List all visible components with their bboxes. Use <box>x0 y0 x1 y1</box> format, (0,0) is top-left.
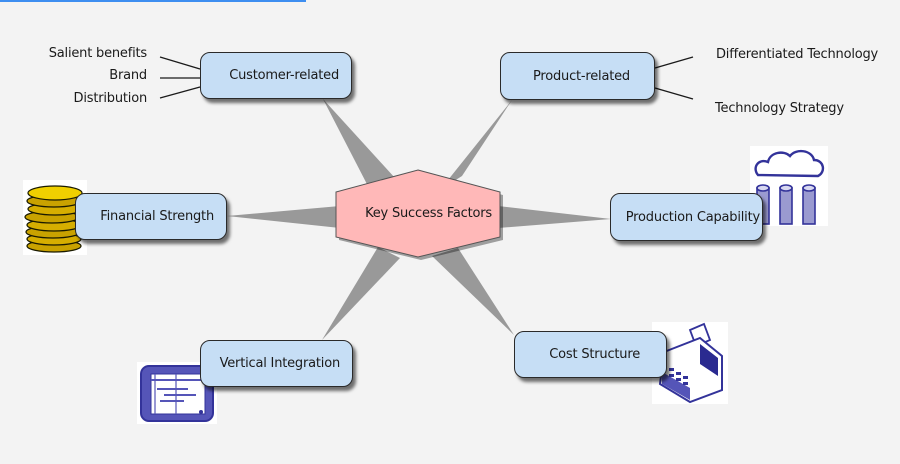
node-customer-related[interactable]: Customer-related <box>200 52 352 99</box>
node-cost-structure-label: Cost Structure <box>549 347 640 362</box>
ray-vertical <box>322 247 400 340</box>
gantt-chart-icon <box>137 362 217 424</box>
connector-technology-strategy <box>654 87 694 100</box>
ray-financial <box>227 206 340 228</box>
sub-item-salient-benefits: Salient benefits <box>48 46 147 61</box>
ray-customer <box>323 99 395 190</box>
sub-item-distribution: Distribution <box>73 91 148 106</box>
center-hexagon[interactable] <box>335 169 501 258</box>
sub-item-brand: Brand <box>109 68 147 83</box>
ray-cost <box>432 248 514 335</box>
center-label: Key Success Factors <box>365 206 492 221</box>
node-production-capability[interactable]: Production Capability <box>610 193 763 241</box>
connector-salient-benefits <box>159 56 201 70</box>
top-accent-bar <box>0 0 306 2</box>
node-product-related[interactable]: Product-related <box>500 52 655 100</box>
node-product-related-label: Product-related <box>532 68 630 84</box>
connector-differentiated-technology <box>654 56 694 69</box>
node-vertical-integration[interactable]: Vertical Integration <box>200 340 353 387</box>
sub-item-technology-strategy: Technology Strategy <box>715 101 844 116</box>
node-financial-strength-label: Financial Strength <box>100 209 214 224</box>
ray-product <box>440 100 512 190</box>
connector-distribution <box>159 86 201 99</box>
node-cost-structure[interactable]: Cost Structure <box>514 331 667 378</box>
sub-item-differentiated-technology: Differentiated Technology <box>716 47 879 62</box>
node-financial-strength[interactable]: Financial Strength <box>75 193 227 240</box>
node-vertical-integration-label: Vertical Integration <box>219 356 341 371</box>
ray-production <box>498 206 611 228</box>
node-production-capability-label: Production Capability <box>625 209 760 225</box>
node-customer-related-label: Customer-related <box>229 68 339 83</box>
factory-smokestacks-icon <box>750 146 828 226</box>
